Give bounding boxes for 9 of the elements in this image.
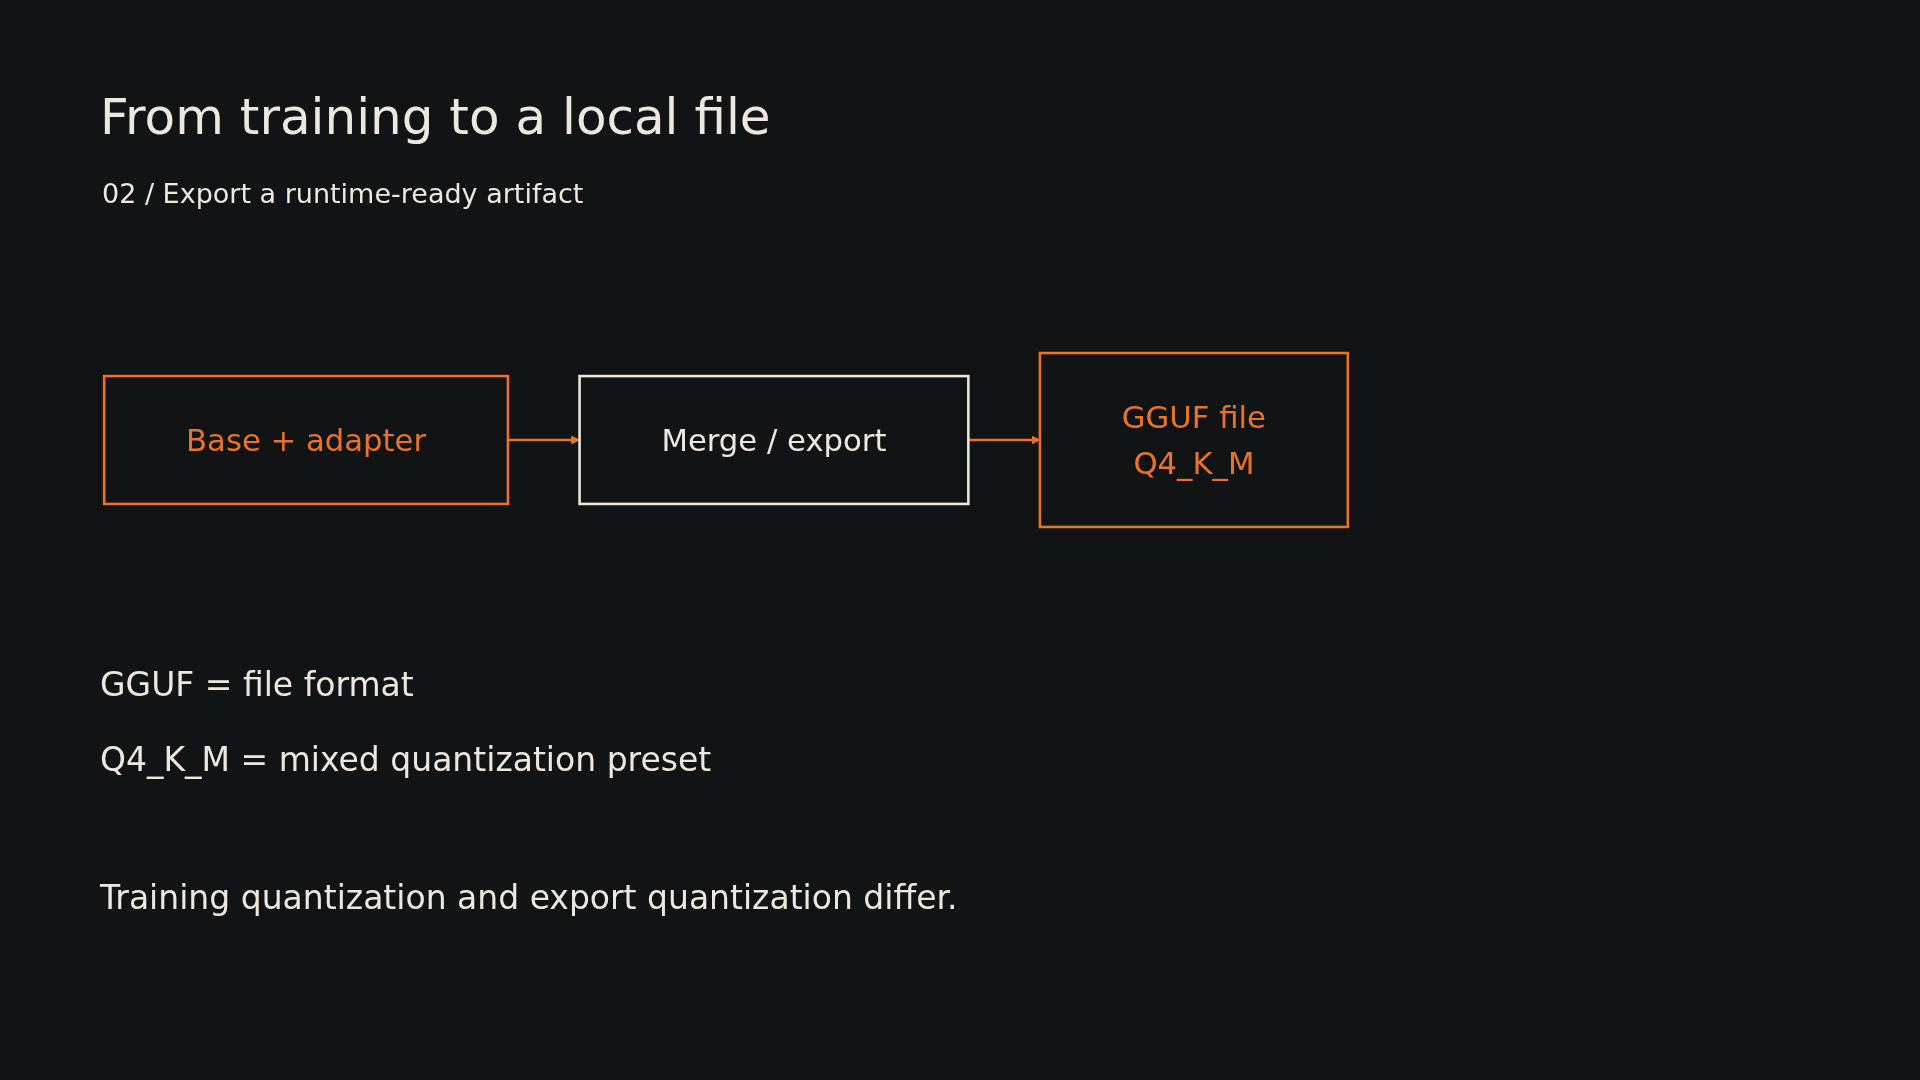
node-box: GGUF file Q4_K_M: [1038, 351, 1350, 529]
note-text: Training quantization and export quantization differ.: [100, 878, 958, 917]
arrow: [507, 435, 580, 445]
node-box: Merge / export: [578, 374, 970, 506]
title: From training to a local file: [100, 88, 771, 146]
note-text: GGUF = file format: [100, 665, 414, 704]
subtitle: 02 / Export a runtime-ready artifact: [102, 178, 584, 209]
note-text: Q4_K_M = mixed quantization preset: [100, 740, 712, 779]
node-box: Base + adapter: [102, 374, 510, 506]
